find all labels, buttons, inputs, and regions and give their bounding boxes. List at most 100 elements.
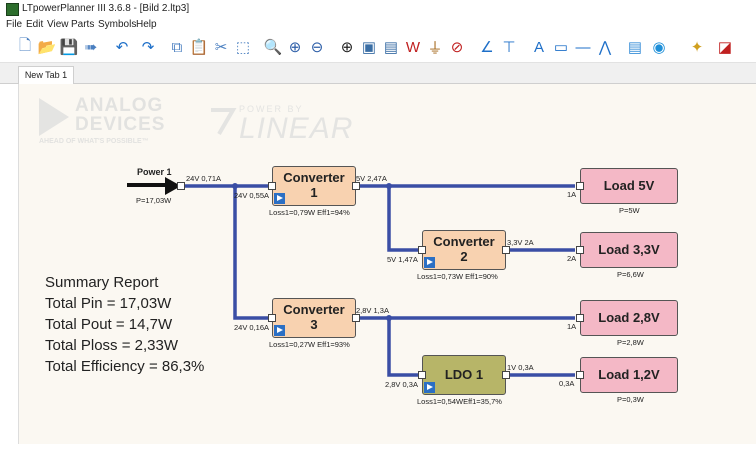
load-1v2-power: P=0,3W [617, 395, 644, 404]
menu-view[interactable]: View [47, 19, 69, 30]
copy-icon[interactable]: ⧉ [171, 38, 183, 56]
converter-1-in-label: 24V 0,55A [234, 191, 270, 200]
ldo-1-out-port[interactable] [502, 371, 510, 379]
settings-icon[interactable]: ✦ [690, 39, 704, 56]
tab-new-tab-1[interactable]: New Tab 1 [18, 66, 74, 84]
load-1v2-block[interactable]: Load 1,2V [580, 357, 678, 393]
load-2v8-in-label: 1A [567, 322, 577, 331]
load-2v8-block[interactable]: Load 2,8V [580, 300, 678, 336]
load-2v8-in-port[interactable] [576, 314, 584, 322]
app-icon [6, 3, 19, 16]
new-icon[interactable]: 🗋 [18, 36, 32, 54]
source-arrow-head [165, 177, 181, 195]
summary-total-pin: Total Pin = 17,03W [45, 295, 172, 312]
add-source-icon[interactable]: ⊕ [340, 39, 354, 56]
converter-2-out-label: 3,3V 2A [507, 238, 534, 247]
converter-2-run-icon[interactable] [424, 257, 435, 268]
add-inductor-icon[interactable]: W [405, 38, 421, 56]
source-power-label: P=17,03W [136, 196, 172, 205]
converter-2-stats: Loss1=0,73W Eff1=90% [417, 272, 498, 281]
converter-2-out-port[interactable] [502, 246, 510, 254]
converter-1-out-port[interactable] [352, 182, 360, 190]
converter-1-stats: Loss1=0,79W Eff1=94% [269, 208, 350, 217]
menu-parts[interactable]: Parts [71, 19, 95, 30]
select-icon[interactable]: ⬚ [235, 39, 251, 56]
add-converter-icon[interactable]: ▣ [361, 39, 377, 56]
add-ldo-icon[interactable]: ▤ [383, 39, 399, 56]
converter-3-run-icon[interactable] [274, 325, 285, 336]
undo-icon[interactable]: ↶ [115, 39, 129, 56]
line-icon[interactable]: — [575, 38, 591, 56]
converter-2-in-port[interactable] [418, 246, 426, 254]
zoom-out-icon[interactable]: ⊖ [310, 39, 324, 56]
ldo-1-out-label: 1V 0,3A [507, 363, 534, 372]
menu-bar: File Edit View Parts Symbols Help [0, 18, 756, 32]
run-icon[interactable]: ◉ [652, 39, 666, 56]
load-3v3-in-label: 2A [567, 254, 577, 263]
summary-total-efficiency: Total Efficiency = 86,3% [45, 358, 205, 375]
converter-2-block[interactable]: Converter 2 [422, 230, 506, 270]
polyline-icon[interactable]: ⋀ [598, 39, 612, 56]
load-5v-power: P=5W [619, 206, 640, 215]
export-icon[interactable]: ➠ [84, 39, 98, 56]
diagram-canvas[interactable]: ANALOG DEVICES AHEAD OF WHAT'S POSSIBLE™… [18, 84, 756, 444]
tab-strip: New Tab 1 [0, 63, 756, 84]
summary-total-ploss: Total Ploss = 2,33W [45, 337, 178, 354]
add-label-icon[interactable]: A [533, 38, 544, 56]
converter-2-in-label: 5V 1,47A [387, 255, 418, 264]
converter-3-block[interactable]: Converter 3 [272, 298, 356, 338]
rectangle-icon[interactable]: ▭ [553, 39, 569, 56]
wire-conv3-ldo1 [387, 318, 422, 377]
add-text-tool-icon[interactable]: ⊤ [502, 39, 516, 56]
converter-1-run-icon[interactable] [274, 193, 285, 204]
load-3v3-in-port[interactable] [576, 246, 584, 254]
ldo-1-in-port[interactable] [418, 371, 426, 379]
redo-icon[interactable]: ↷ [141, 39, 155, 56]
open-icon[interactable]: 📂 [37, 39, 57, 56]
report-icon[interactable]: ▤ [627, 39, 643, 56]
ldo-1-block[interactable]: LDO 1 [422, 355, 506, 395]
cut-icon[interactable]: ✂ [214, 39, 228, 56]
ldo-1-run-icon[interactable] [424, 382, 435, 393]
menu-symbols[interactable]: Symbols [98, 19, 137, 30]
add-ground-icon[interactable]: ⏚ [427, 39, 443, 57]
menu-edit[interactable]: Edit [26, 19, 44, 30]
ldo-1-stats: Loss1=0,54WEff1=35,7% [417, 397, 502, 406]
load-3v3-block[interactable]: Load 3,3V [580, 232, 678, 268]
menu-file[interactable]: File [6, 19, 23, 30]
summary-total-pout: Total Pout = 14,7W [45, 316, 173, 333]
title-bar: LTpowerPlanner III 3.6.8 - [Bild 2.ltp3] [0, 0, 756, 18]
ldo-1-in-label: 2,8V 0,3A [385, 380, 418, 389]
load-5v-block[interactable]: Load 5V [580, 168, 678, 204]
summary-report: Summary Report Total Pin = 17,03W Total … [45, 272, 204, 377]
converter-3-in-port[interactable] [268, 314, 276, 322]
source-out-label: 24V 0,71A [186, 174, 222, 183]
converter-1-out-label: 5V 2,47A [356, 174, 387, 183]
converter-3-out-port[interactable] [352, 314, 360, 322]
load-3v3-power: P=6,6W [617, 270, 644, 279]
toolbar: 🗋 📂💾 ➠ ↶ ↷ ⧉ 📋 ✂ ⬚ 🔍 ⊕ ⊖ ⊕ ▣ ▤ W ⏚ ⊘ ∠ ⊤ A ▭ — ⋀ ▤ ◉ ✦ ◪ [0, 32, 756, 63]
paste-icon[interactable]: 📋 [189, 39, 209, 56]
wire-layer [127, 177, 575, 377]
zoom-in-icon[interactable]: ⊕ [288, 39, 302, 56]
summary-title: Summary Report [45, 274, 159, 291]
window-title: LTpowerPlanner III 3.6.8 - [Bild 2.ltp3] [22, 3, 190, 14]
source-name: Power 1 [137, 167, 172, 177]
converter-3-in-label: 24V 0,16A [234, 323, 270, 332]
converter-1-in-port[interactable] [268, 182, 276, 190]
load-5v-in-port[interactable] [576, 182, 584, 190]
adi-icon[interactable]: ◪ [717, 39, 733, 56]
load-1v2-in-label: 0,3A [559, 379, 575, 388]
add-load-icon[interactable]: ⊘ [450, 39, 464, 56]
source-port[interactable] [177, 182, 185, 190]
zoom-icon[interactable]: 🔍 [263, 39, 283, 56]
converter-3-out-label: 2,8V 1,3A [356, 306, 389, 315]
converter-1-block[interactable]: Converter 1 [272, 166, 356, 206]
menu-help[interactable]: Help [136, 19, 157, 30]
load-1v2-in-port[interactable] [576, 371, 584, 379]
load-5v-in-label: 1A [567, 190, 577, 199]
draw-line-icon[interactable]: ∠ [480, 39, 494, 56]
wire-conv1-conv2 [387, 186, 422, 252]
load-2v8-power: P=2,8W [617, 338, 644, 347]
save-icon[interactable]: 💾 [59, 39, 79, 56]
